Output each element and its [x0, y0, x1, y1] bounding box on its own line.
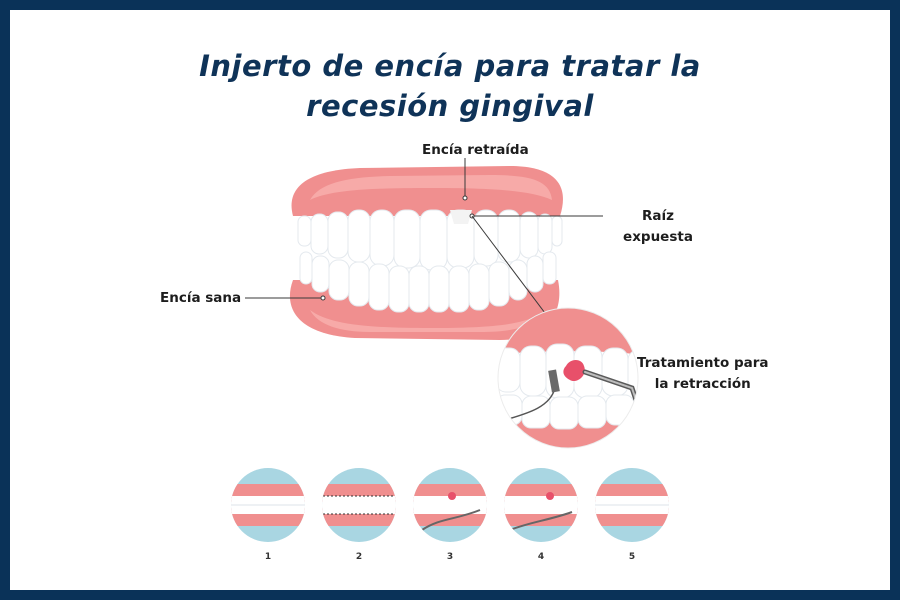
step-label-4: 4	[537, 552, 545, 562]
jaw-model	[289, 166, 563, 340]
receded-gum-label: Encía retraída	[422, 142, 529, 158]
exposed-root-line-2: expuesta	[623, 229, 693, 245]
step-label-1: 1	[264, 552, 272, 562]
step-3-image	[413, 468, 487, 542]
step-label-3: 3	[446, 552, 454, 562]
healthy-gum-label: Encía sana	[160, 290, 242, 306]
step-2-image	[322, 468, 396, 542]
lower-teeth	[299, 251, 557, 313]
exposed-root-line-1: Raíz	[642, 208, 674, 224]
infographic-card: Injerto de encía para tratar la recesión…	[10, 10, 890, 590]
step-1-image	[231, 468, 305, 542]
title-line-2: recesión gingival	[306, 89, 594, 123]
step-sequence	[231, 468, 669, 542]
exposed-root-label: Raíz expuesta	[618, 206, 698, 248]
step-4-image	[504, 468, 578, 542]
treatment-label: Tratamiento para la retracción	[637, 353, 769, 395]
dental-illustration	[231, 158, 669, 542]
title-line-1: Injerto de encía para tratar la	[199, 49, 701, 83]
upper-teeth	[297, 209, 563, 271]
zoom-circle	[498, 308, 638, 448]
treatment-line-1: Tratamiento para	[637, 355, 769, 371]
step-label-5: 5	[628, 552, 636, 562]
step-label-2: 2	[355, 552, 363, 562]
treatment-line-2: la retracción	[654, 376, 751, 392]
step-5-image	[595, 468, 669, 542]
page-title: Injerto de encía para tratar la recesión…	[10, 46, 890, 126]
